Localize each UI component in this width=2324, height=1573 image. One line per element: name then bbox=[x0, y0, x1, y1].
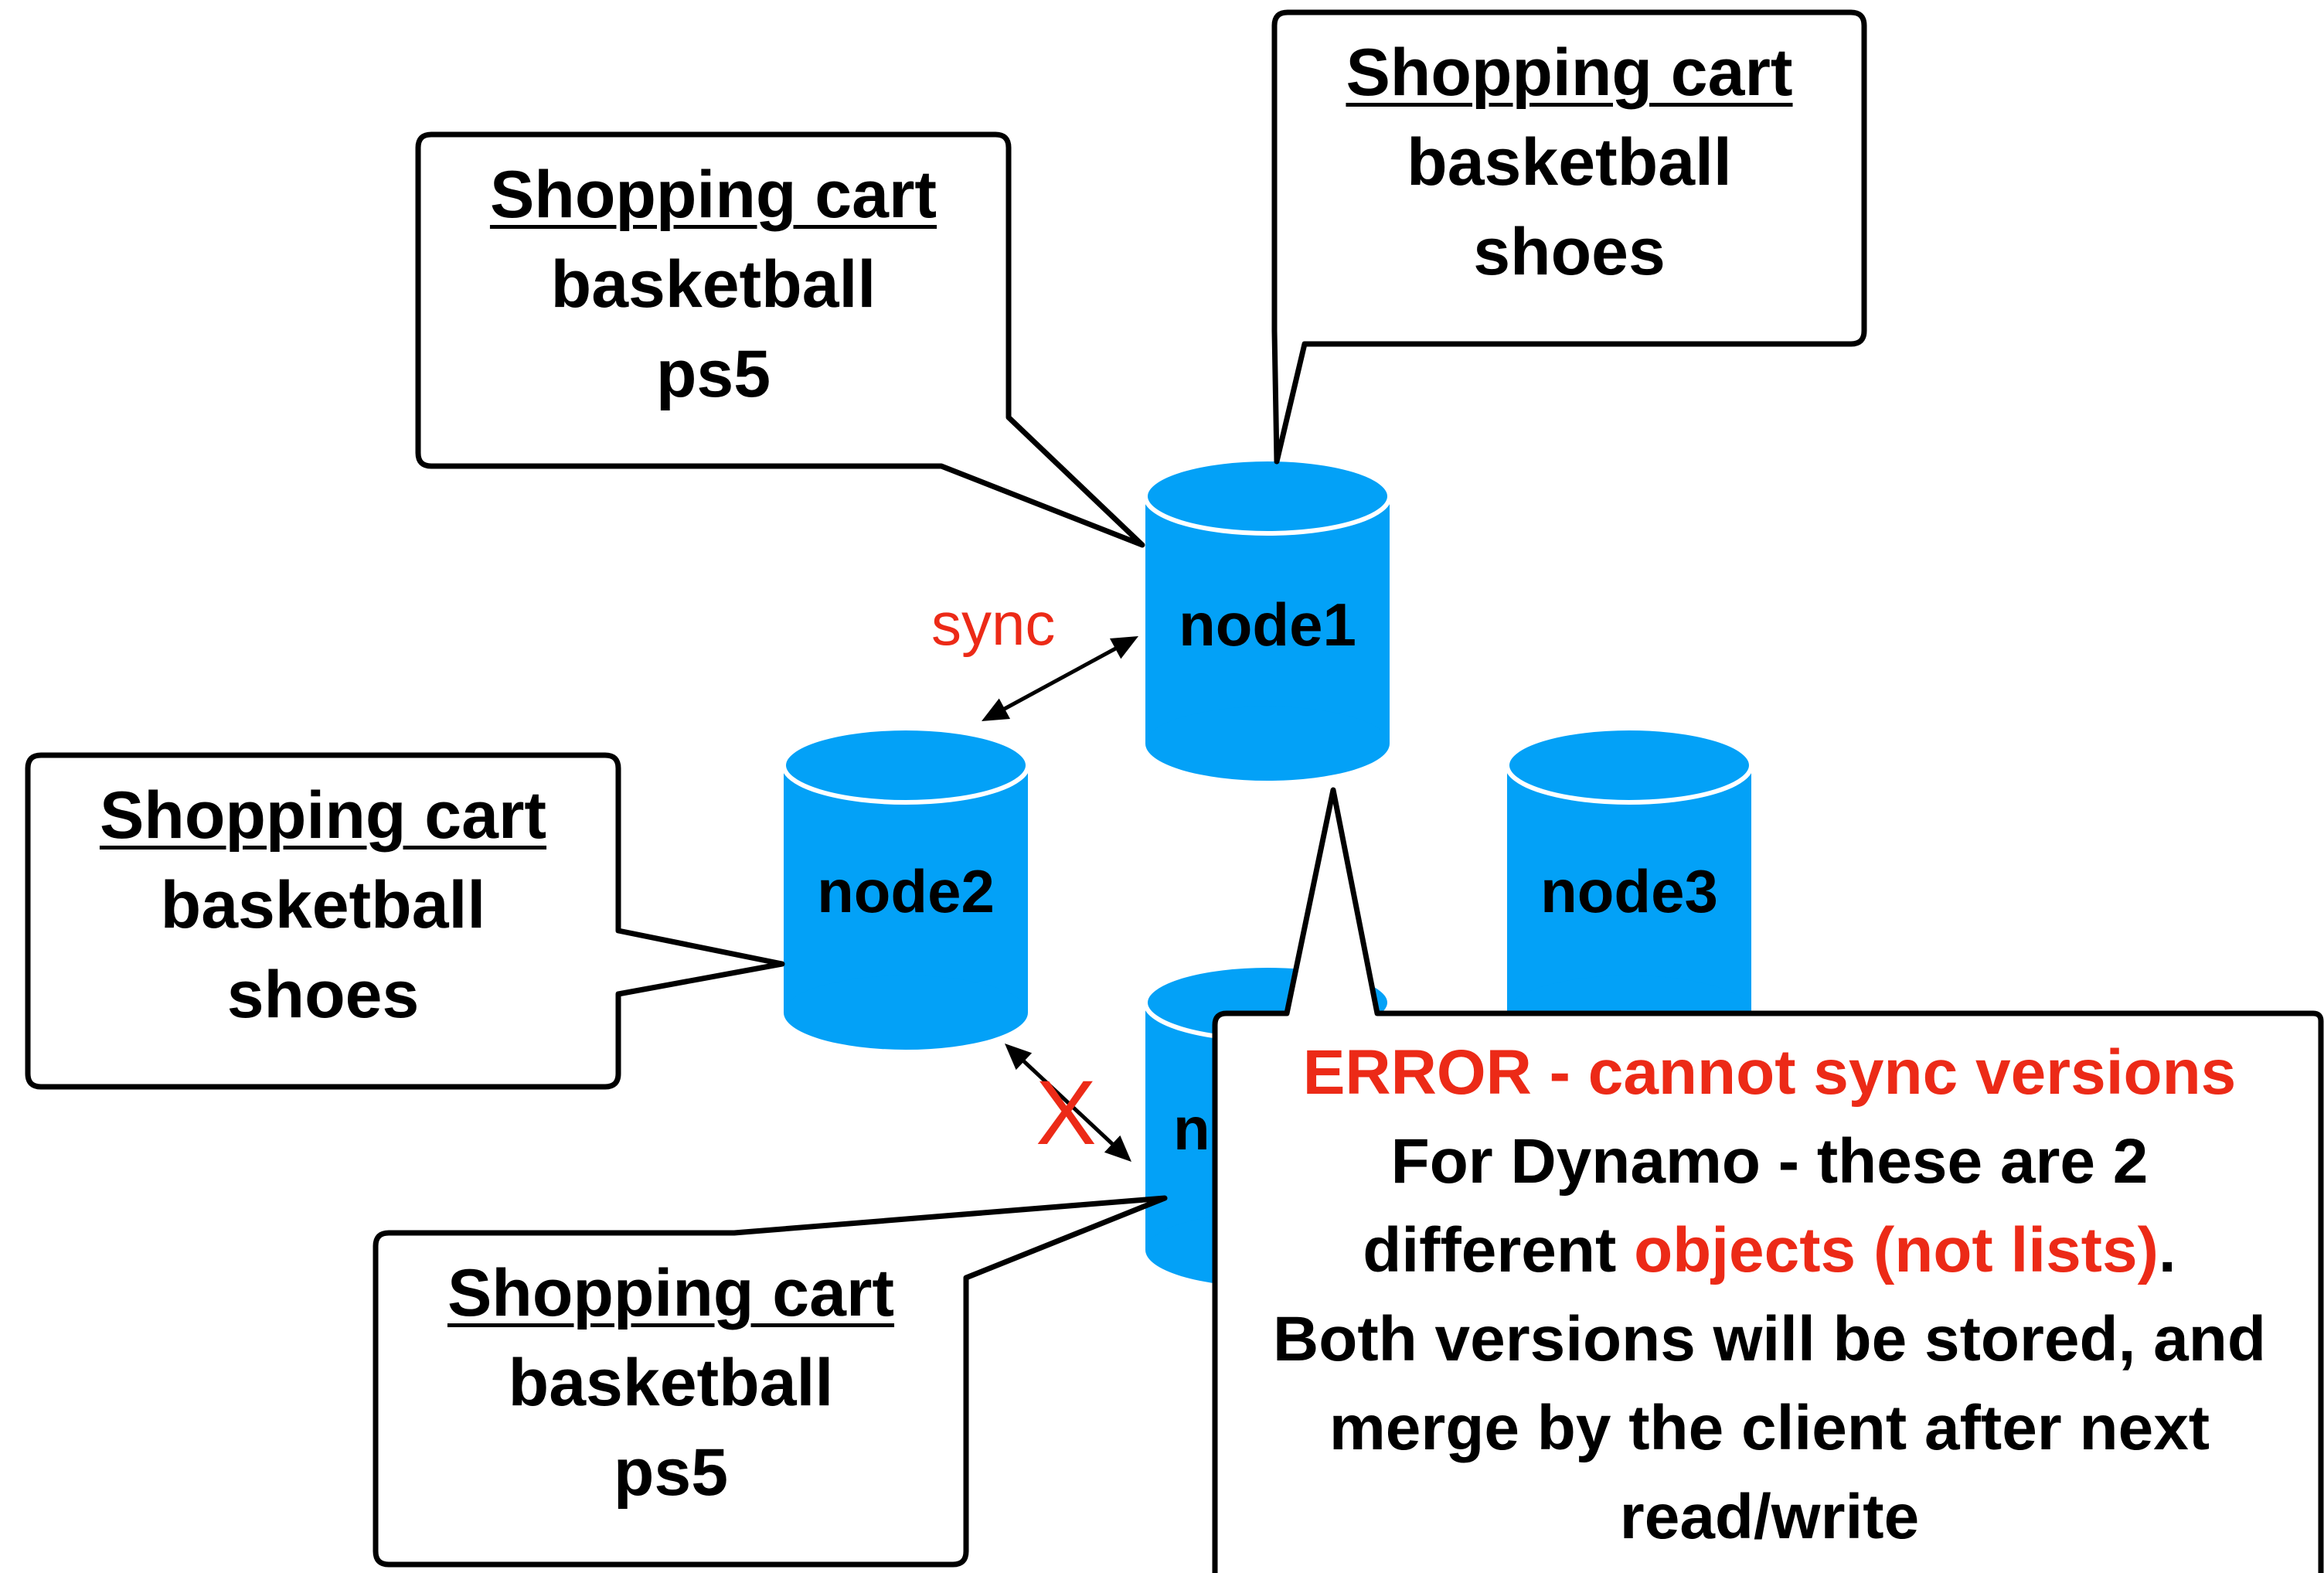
sync-failed-mark: X bbox=[1036, 1062, 1097, 1164]
node3-label: node3 bbox=[1540, 857, 1718, 925]
failed-link bbox=[996, 1035, 1140, 1170]
callout-bubble-4 bbox=[373, 1195, 1168, 1568]
shopping-cart-callout-4: Shopping cart basketball ps5 bbox=[376, 1248, 966, 1517]
node1-label: node1 bbox=[1179, 591, 1356, 659]
callout-bubble-1 bbox=[415, 131, 1145, 548]
error-line: read/write bbox=[1619, 1482, 1920, 1552]
error-heading: ERROR - cannot sync versions bbox=[1302, 1037, 2237, 1108]
error-line-punct: . bbox=[2158, 1215, 2176, 1285]
cart-item: ps5 bbox=[613, 1435, 729, 1510]
error-line: Both versions will be stored, and bbox=[1273, 1304, 2266, 1374]
error-line: merge by the client after next bbox=[1329, 1393, 2210, 1463]
sync-link bbox=[975, 625, 1145, 732]
cart-item: shoes bbox=[226, 958, 420, 1032]
node1-cylinder bbox=[1143, 457, 1392, 781]
cart-title: Shopping cart bbox=[489, 158, 937, 232]
error-callout-bubble bbox=[1212, 787, 2324, 1573]
error-line: For Dynamo - these are 2 bbox=[1390, 1126, 2149, 1197]
error-highlight: objects (not lists) bbox=[1634, 1215, 2159, 1285]
cart-item: shoes bbox=[1473, 215, 1666, 289]
shopping-cart-callout-2: Shopping cart basketball shoes bbox=[1274, 28, 1864, 297]
node2-cylinder bbox=[781, 726, 1030, 1050]
sync-label: sync bbox=[931, 590, 1056, 658]
cart-item: basketball bbox=[508, 1346, 834, 1420]
error-message: ERROR - cannot sync versions For Dynamo … bbox=[1215, 1014, 2324, 1573]
error-line-text: different bbox=[1363, 1215, 1635, 1285]
cart-item: basketball bbox=[550, 247, 876, 322]
error-line: different objects (not lists). bbox=[1215, 1206, 2324, 1295]
cart-title: Shopping cart bbox=[447, 1256, 895, 1330]
node4-label: n bbox=[1173, 1095, 1210, 1163]
callout-bubble-3 bbox=[25, 752, 785, 1090]
shopping-cart-callout-3: Shopping cart basketball shoes bbox=[28, 771, 618, 1040]
cart-item: basketball bbox=[1407, 125, 1732, 199]
cart-item: ps5 bbox=[655, 337, 771, 411]
cart-item: basketball bbox=[160, 868, 486, 942]
node3-cylinder bbox=[1505, 726, 1754, 1050]
cart-title: Shopping cart bbox=[1346, 36, 1793, 110]
shopping-cart-callout-1: Shopping cart basketball ps5 bbox=[418, 150, 1009, 419]
callout-bubble-2 bbox=[1271, 9, 1867, 465]
node2-label: node2 bbox=[817, 857, 995, 925]
cart-title: Shopping cart bbox=[99, 778, 547, 853]
